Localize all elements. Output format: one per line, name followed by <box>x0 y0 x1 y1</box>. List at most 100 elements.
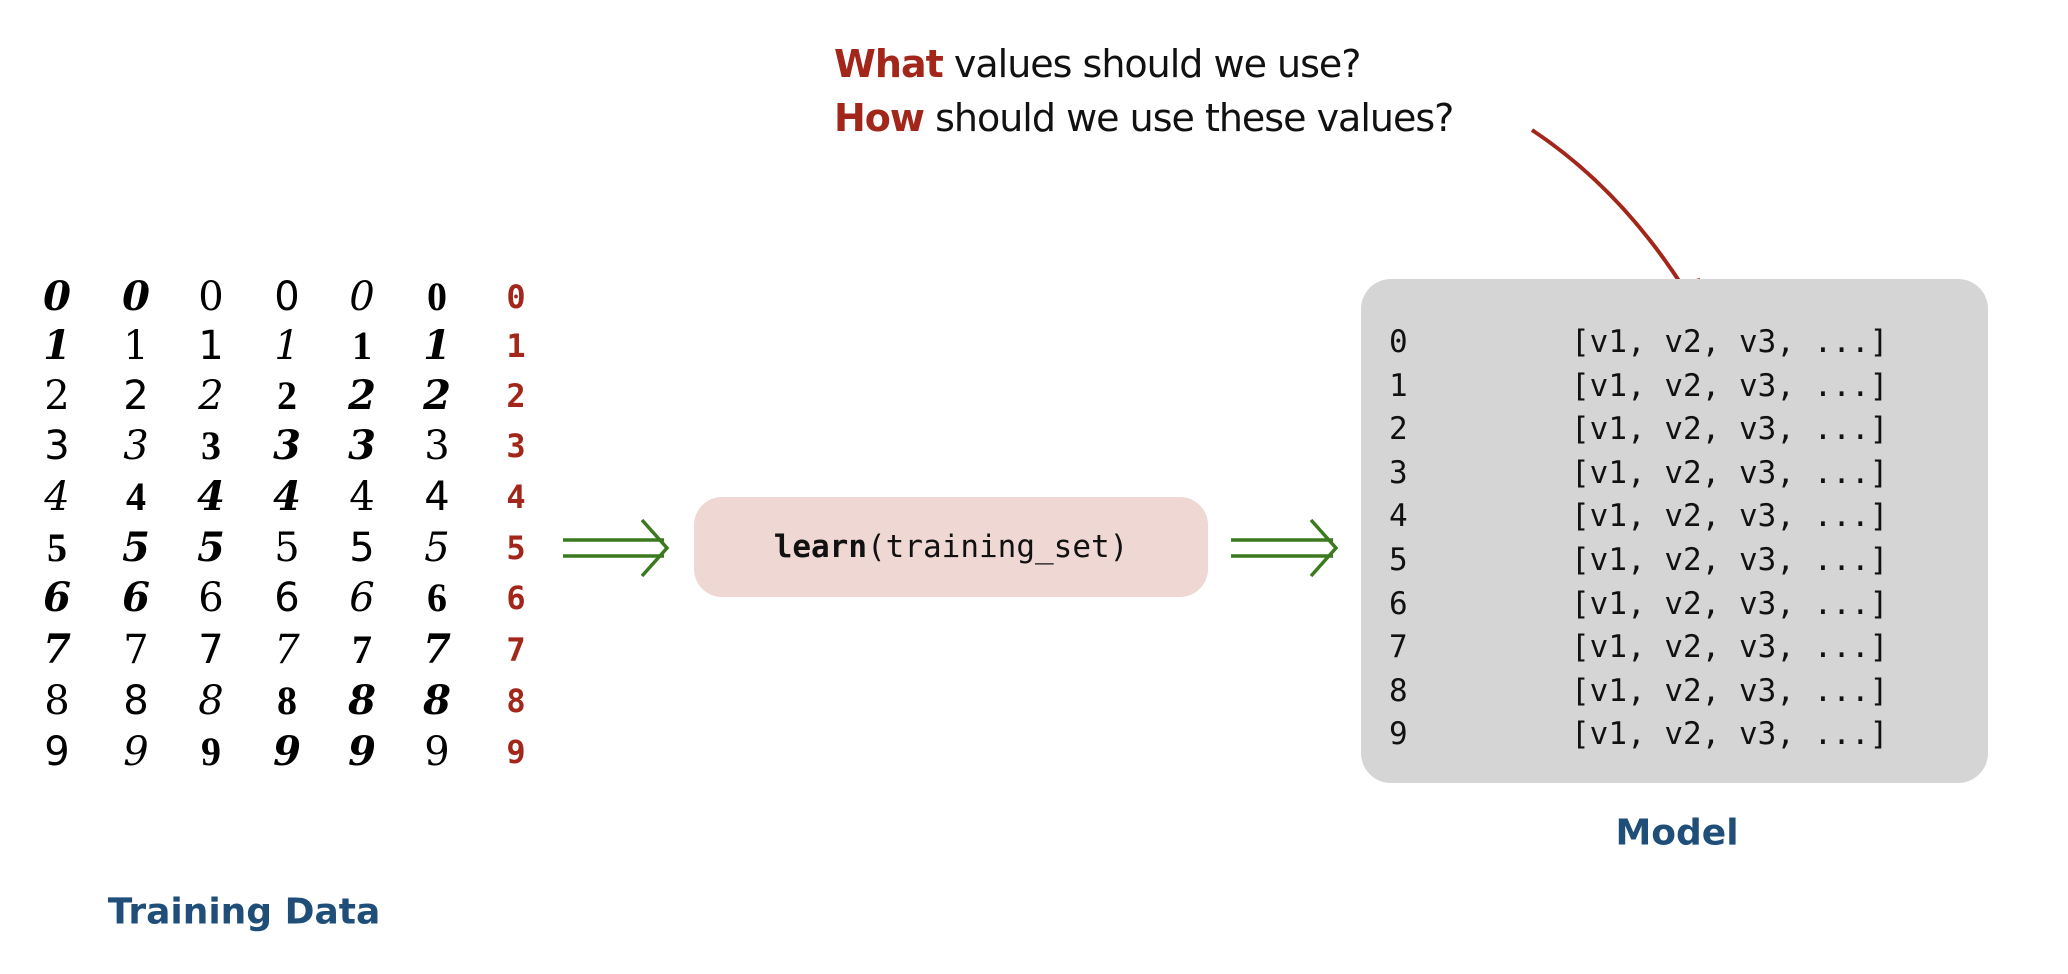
handwritten-digit-sample: 3 <box>348 422 376 469</box>
digit-label: 9 <box>506 733 526 771</box>
handwritten-digit-sample: 5 <box>274 525 300 571</box>
handwritten-digit-sample: 2 <box>423 372 451 419</box>
question-what: What values should we use? <box>834 42 1362 86</box>
question-keyword-how: How <box>834 96 925 140</box>
digit-label: 5 <box>506 529 526 567</box>
handwritten-digit-sample: 3 <box>273 422 301 469</box>
training-data-caption: Training Data <box>107 891 381 933</box>
handwritten-digit-sample: 8 <box>423 677 451 724</box>
handwritten-digit-sample: 5 <box>197 524 225 571</box>
digit-label: 8 <box>506 682 526 720</box>
handwritten-digit-sample: 2 <box>44 373 70 419</box>
handwritten-digit-sample: 1 <box>43 322 71 369</box>
handwritten-digit-sample: 5 <box>122 524 150 571</box>
handwritten-digit-sample: 6 <box>122 574 150 621</box>
digit-label: 0 <box>506 278 526 316</box>
handwritten-digit-sample: 8 <box>277 678 297 723</box>
handwritten-digit-sample: 6 <box>43 574 71 621</box>
model-row-key: 1 <box>1389 367 1408 404</box>
handwritten-digit-sample: 9 <box>44 729 70 775</box>
double-arrow-icon-right <box>1231 518 1339 578</box>
digit-label: 1 <box>506 327 526 365</box>
handwritten-digit-sample: 2 <box>348 372 376 419</box>
handwritten-digit-sample: 8 <box>123 678 149 724</box>
handwritten-digit-sample: 9 <box>201 729 221 774</box>
handwritten-digit-sample: 1 <box>352 323 372 368</box>
handwritten-digit-sample: 2 <box>277 373 297 418</box>
model-row-values: [v1, v2, v3, ...] <box>1571 498 1889 535</box>
model-row-key: 6 <box>1389 585 1408 622</box>
model-row-key: 3 <box>1389 454 1408 491</box>
handwritten-digit-sample: 9 <box>424 729 450 775</box>
handwritten-digit-sample: 4 <box>273 473 301 520</box>
model-caption: Model <box>1615 812 1739 854</box>
handwritten-digit-sample: 7 <box>274 627 300 673</box>
model-row-values: [v1, v2, v3, ...] <box>1571 629 1889 666</box>
model-row-values: [v1, v2, v3, ...] <box>1571 716 1889 753</box>
handwritten-digit-sample: 6 <box>274 575 300 621</box>
model-row-key: 4 <box>1389 498 1408 535</box>
handwritten-digit-sample: 0 <box>427 274 447 319</box>
digit-label: 4 <box>506 478 526 516</box>
handwritten-digit-sample: 1 <box>423 322 451 369</box>
handwritten-digit-sample: 7 <box>123 627 149 673</box>
handwritten-digit-sample: 9 <box>348 728 376 775</box>
handwritten-digit-sample: 9 <box>123 729 149 775</box>
handwritten-digit-sample: 8 <box>348 677 376 724</box>
handwritten-digit-sample: 2 <box>123 373 149 419</box>
handwritten-digit-sample: 3 <box>44 423 70 469</box>
handwritten-digit-sample: 1 <box>198 323 224 369</box>
question-text-how: should we use these values? <box>924 96 1454 140</box>
handwritten-digit-sample: 4 <box>126 474 146 519</box>
question-text-what: values should we use? <box>942 42 1362 86</box>
digit-label: 6 <box>506 579 526 617</box>
learn-function-box: learn(training_set) <box>694 497 1208 597</box>
digit-label: 2 <box>506 377 526 415</box>
handwritten-digit-sample: 4 <box>44 474 70 520</box>
handwritten-digit-sample: 3 <box>201 423 221 468</box>
handwritten-digit-sample: 0 <box>274 274 300 320</box>
model-row-key: 7 <box>1389 629 1408 666</box>
handwritten-digit-sample: 6 <box>198 575 224 621</box>
handwritten-digit-sample: 5 <box>424 525 450 571</box>
handwritten-digit-sample: 3 <box>424 423 450 469</box>
model-row-key: 8 <box>1389 672 1408 709</box>
model-row-key: 5 <box>1389 542 1408 578</box>
handwritten-digit-sample: 8 <box>198 678 224 724</box>
handwritten-digit-sample: 7 <box>198 627 224 673</box>
model-row-values: [v1, v2, v3, ...] <box>1571 542 1889 578</box>
question-keyword-what: What <box>834 42 944 86</box>
double-arrow-icon-left <box>563 518 670 578</box>
learn-function-args: (training_set) <box>867 529 1129 565</box>
handwritten-digit-sample: 5 <box>47 525 67 570</box>
model-row-values: [v1, v2, v3, ...] <box>1571 672 1889 709</box>
model-row-key: 2 <box>1389 411 1408 448</box>
handwritten-digit-sample: 0 <box>43 273 71 320</box>
handwritten-digit-sample: 0 <box>349 274 375 320</box>
question-how: How should we use these values? <box>834 96 1454 140</box>
handwritten-digit-sample: 8 <box>44 678 70 724</box>
learn-function-name: learn <box>773 529 868 565</box>
model-row-key: 0 <box>1389 324 1408 360</box>
handwritten-digit-sample: 0 <box>198 274 224 320</box>
handwritten-digit-sample: 5 <box>349 525 375 571</box>
handwritten-digit-sample: 4 <box>197 473 225 520</box>
handwritten-digit-sample: 2 <box>198 373 224 419</box>
handwritten-digit-sample: 3 <box>123 423 149 469</box>
handwritten-digit-sample: 1 <box>123 323 149 369</box>
handwritten-digit-sample: 7 <box>423 626 451 673</box>
model-row-values: [v1, v2, v3, ...] <box>1571 367 1889 404</box>
model-row-key: 9 <box>1389 716 1408 753</box>
model-row-values: [v1, v2, v3, ...] <box>1571 585 1889 622</box>
model-table: 0 [v1, v2, v3, ...] 1 [v1, v2, v3, ...] 2 [v1… <box>1361 279 1988 783</box>
model-row-values: [v1, v2, v3, ...] <box>1571 411 1889 448</box>
handwritten-digit-sample: 6 <box>349 575 375 621</box>
handwritten-digit-sample: 7 <box>352 627 372 672</box>
model-row-values: [v1, v2, v3, ...] <box>1571 324 1889 360</box>
handwritten-digit-sample: 0 <box>122 273 150 320</box>
handwritten-digit-sample: 4 <box>349 474 375 520</box>
digit-label: 7 <box>506 631 526 669</box>
handwritten-digit-sample: 1 <box>274 323 300 369</box>
handwritten-digit-sample: 9 <box>273 728 301 775</box>
model-row-values: [v1, v2, v3, ...] <box>1571 454 1889 491</box>
